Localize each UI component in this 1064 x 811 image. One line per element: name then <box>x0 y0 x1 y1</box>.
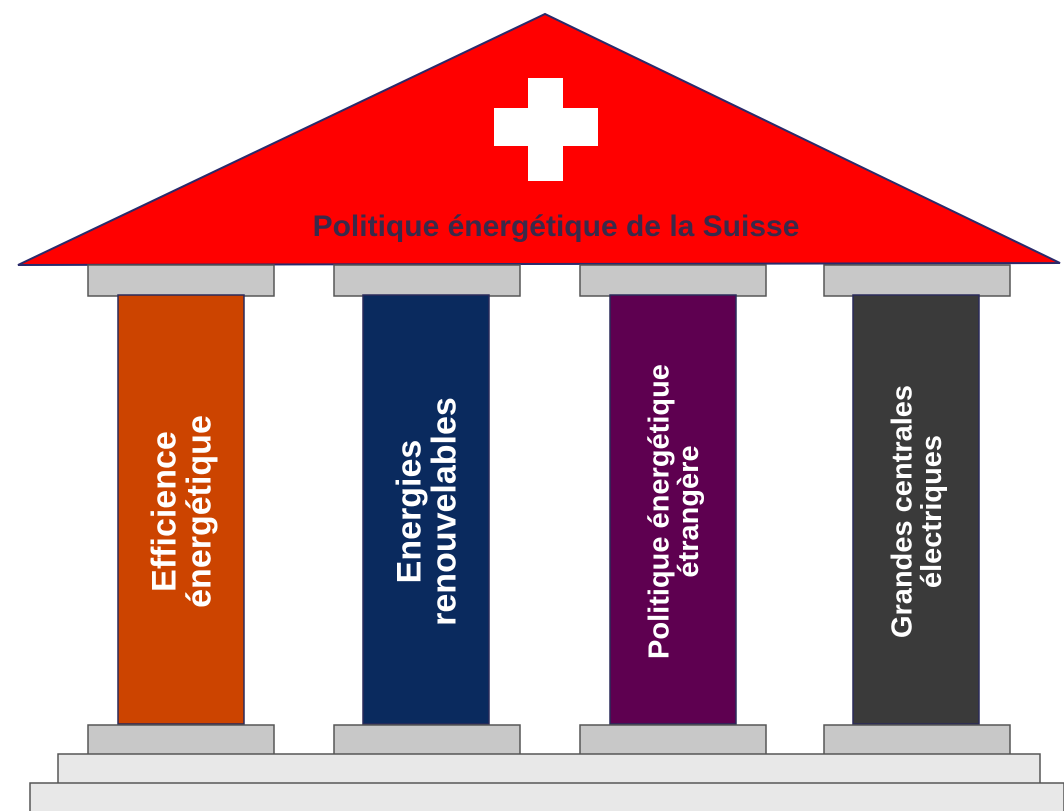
pillar-capital <box>579 264 767 297</box>
pillar-capital <box>333 264 521 297</box>
pillar-1: Efficienceénergétique <box>87 264 275 756</box>
pillar-label-line-2: renouvelables <box>425 397 463 626</box>
swiss-cross-icon <box>494 78 598 181</box>
pillar-label: Energiesrenouvelables <box>391 397 464 626</box>
base-step-upper <box>57 753 1041 785</box>
pillar-shaft <box>852 294 980 725</box>
pillar-label: Efficienceénergétique <box>146 415 219 608</box>
pillar-label-line-2: électriques <box>916 435 948 588</box>
pillar-2: Energiesrenouvelables <box>333 264 521 756</box>
pillar-capital <box>87 264 275 297</box>
pillar-label-line-2: énergétique <box>180 415 218 608</box>
pillar-shaft <box>362 294 490 725</box>
pillar-label-line-1: Politique énergétique <box>643 364 675 659</box>
pillar-capital <box>823 264 1011 297</box>
pillar-label-line-2: étrangère <box>673 445 705 577</box>
pillar-shaft <box>609 294 737 725</box>
pillar-3: Politique énergétiqueétrangère <box>579 264 767 756</box>
pillar-base <box>823 724 1011 756</box>
base-step-lower <box>29 782 1064 811</box>
pillar-base <box>87 724 275 756</box>
pillar-label: Grandes centralesélectriques <box>886 385 948 638</box>
pillar-4: Grandes centralesélectriques <box>823 264 1011 756</box>
pillars: Efficienceénergétique Energiesrenouvelabl… <box>87 264 1011 756</box>
pillar-label-line-1: Grandes centrales <box>886 385 918 638</box>
pillar-label-line-1: Efficience <box>146 431 184 592</box>
temple-title: Politique énergétique de la Suisse <box>313 210 800 243</box>
pillar-shaft <box>117 294 245 725</box>
pillar-base <box>333 724 521 756</box>
pillar-label-line-1: Energies <box>391 440 429 584</box>
pillar-base <box>579 724 767 756</box>
pillar-label: Politique énergétiqueétrangère <box>643 364 705 659</box>
